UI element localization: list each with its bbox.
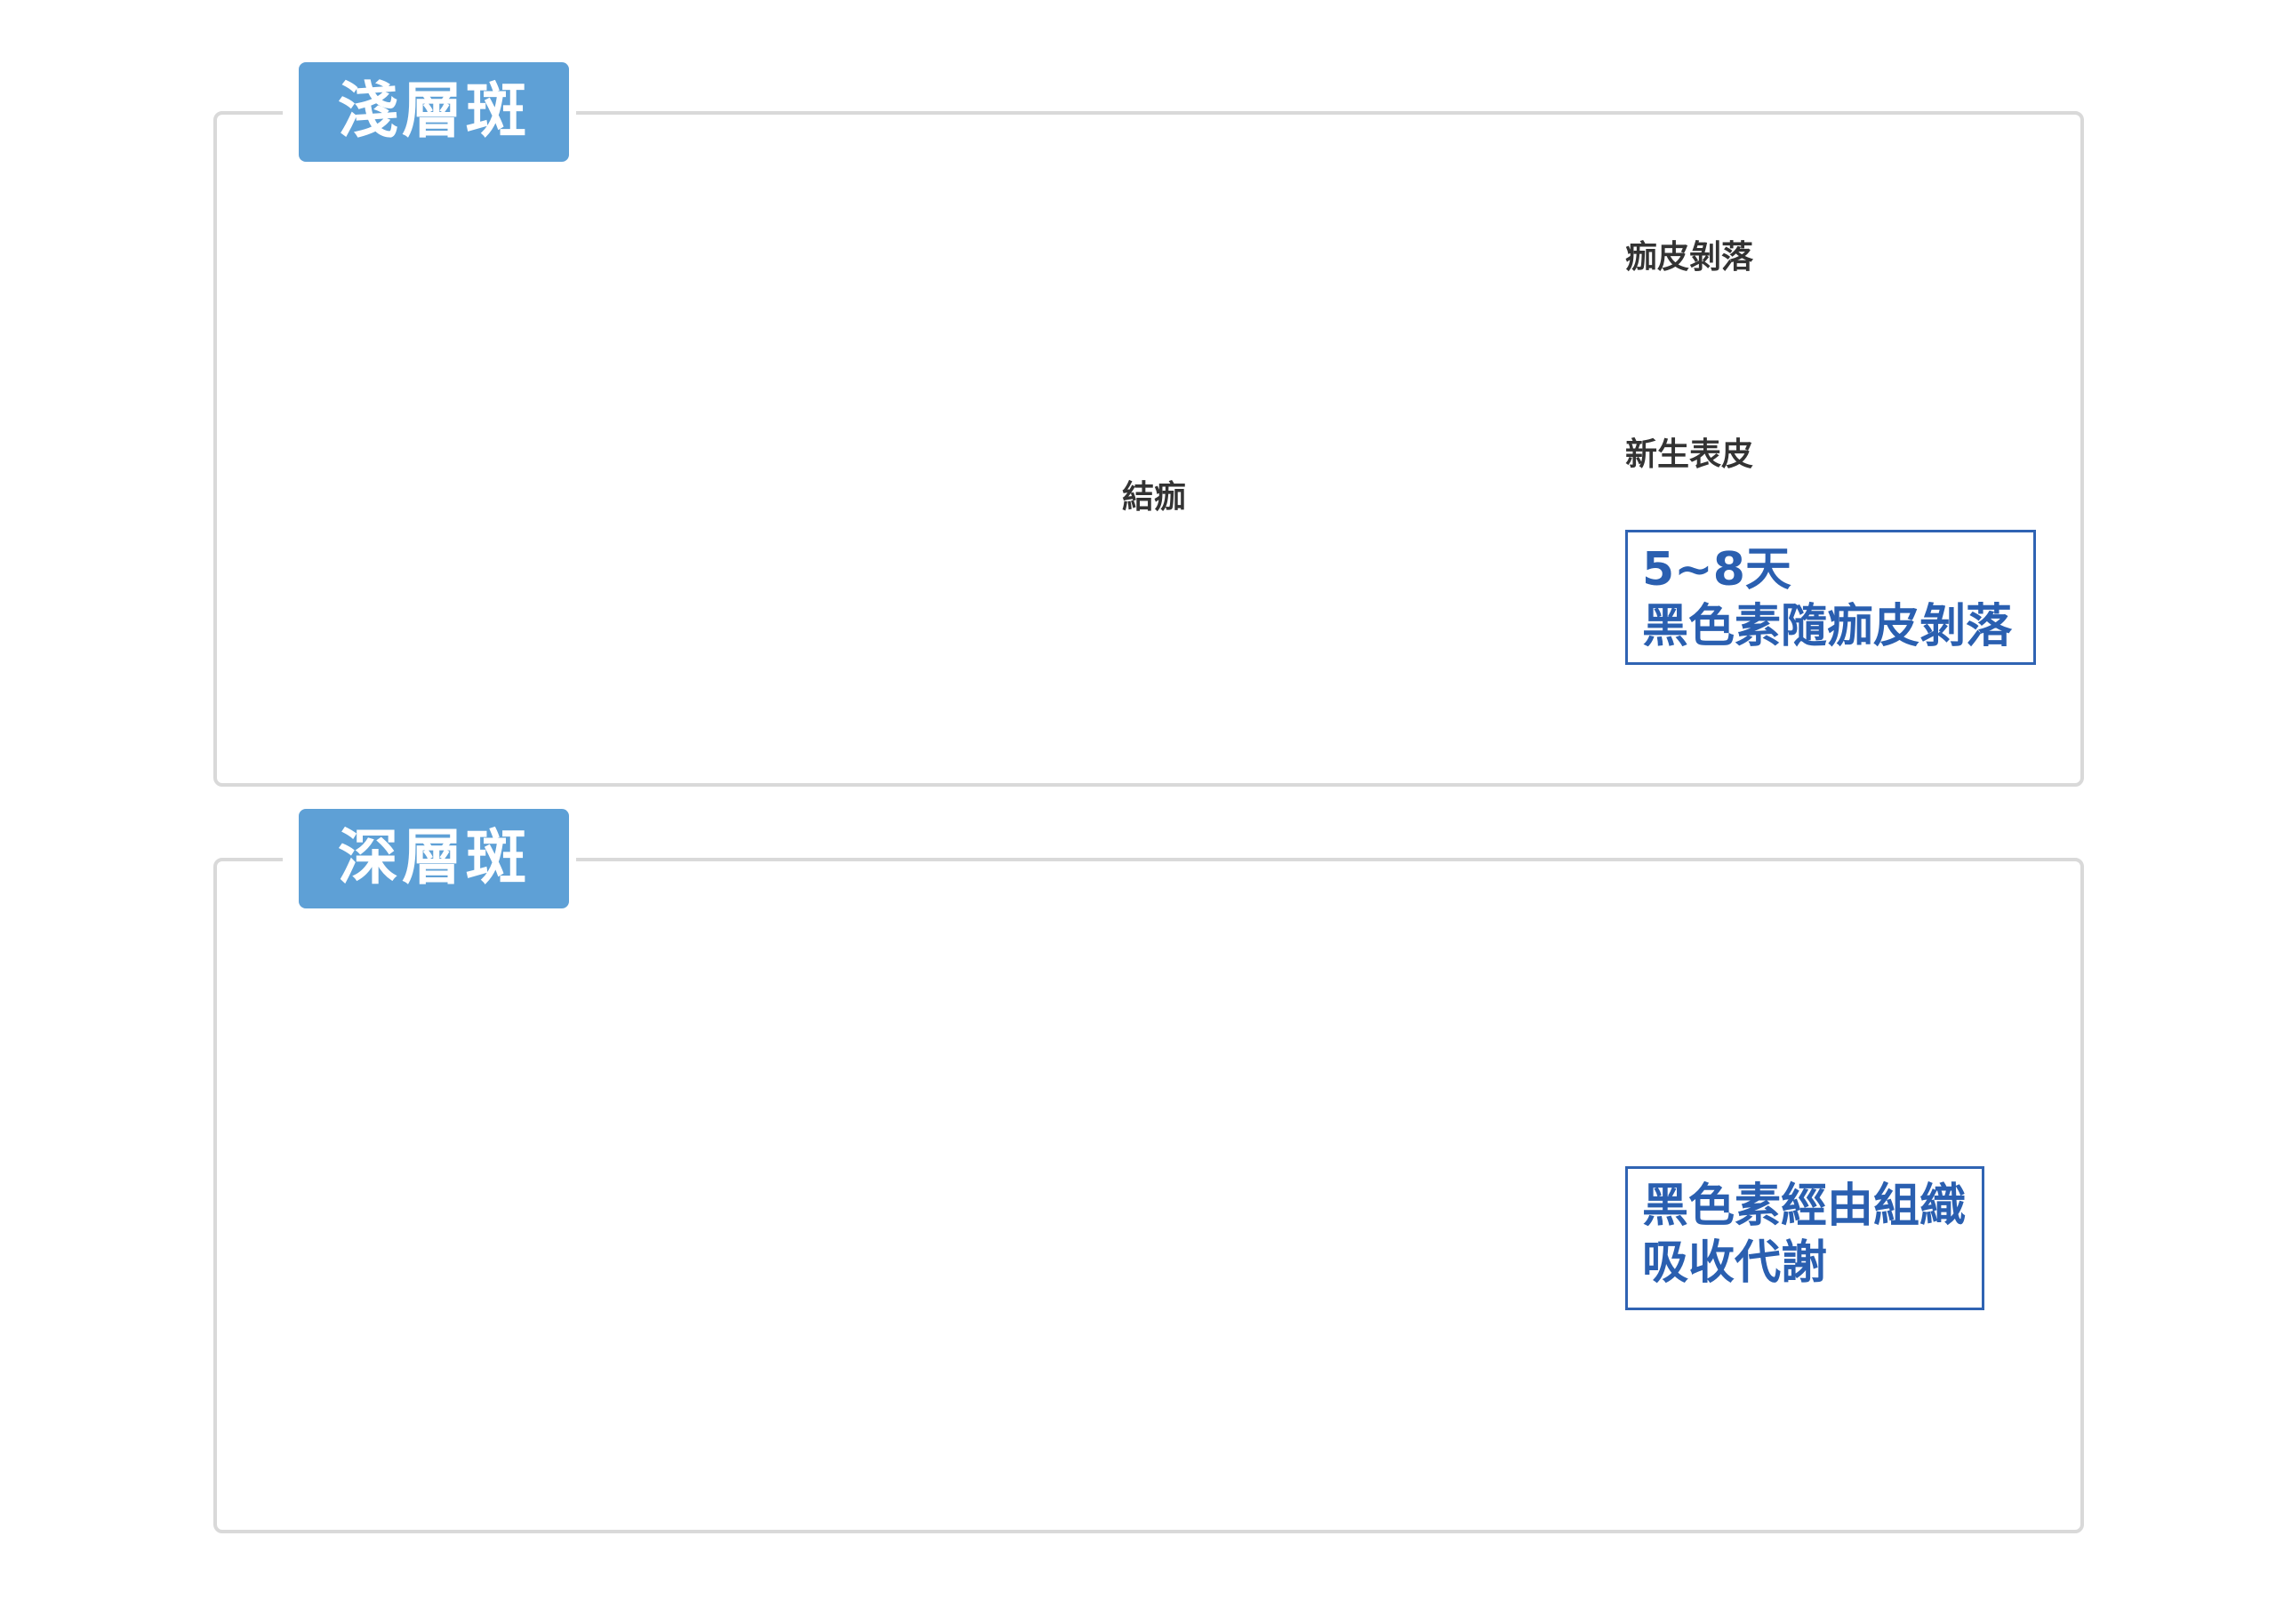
note-shallow-line-2: 黑色素隨痂皮剝落: [1642, 600, 2013, 653]
panel-shallow-title: 淺層斑: [299, 62, 569, 162]
panel-deep-title: 深層斑: [299, 809, 569, 908]
note-deep-line-1: 黑色素經由組織: [1642, 1180, 1967, 1233]
note-shallow: 5~8天 黑色素隨痂皮剝落: [1625, 530, 2036, 665]
panel-shallow: [213, 111, 2084, 787]
note-shallow-line-1: 5~8天: [1642, 543, 1791, 596]
note-deep: 黑色素經由組織 吸收代謝: [1625, 1166, 1984, 1310]
label-new-skin: 新生表皮: [1625, 436, 1754, 473]
note-deep-line-2: 吸收代謝: [1642, 1236, 1828, 1290]
label-peeling: 痂皮剝落: [1625, 239, 1754, 276]
label-scab: 結痂: [1122, 479, 1187, 516]
